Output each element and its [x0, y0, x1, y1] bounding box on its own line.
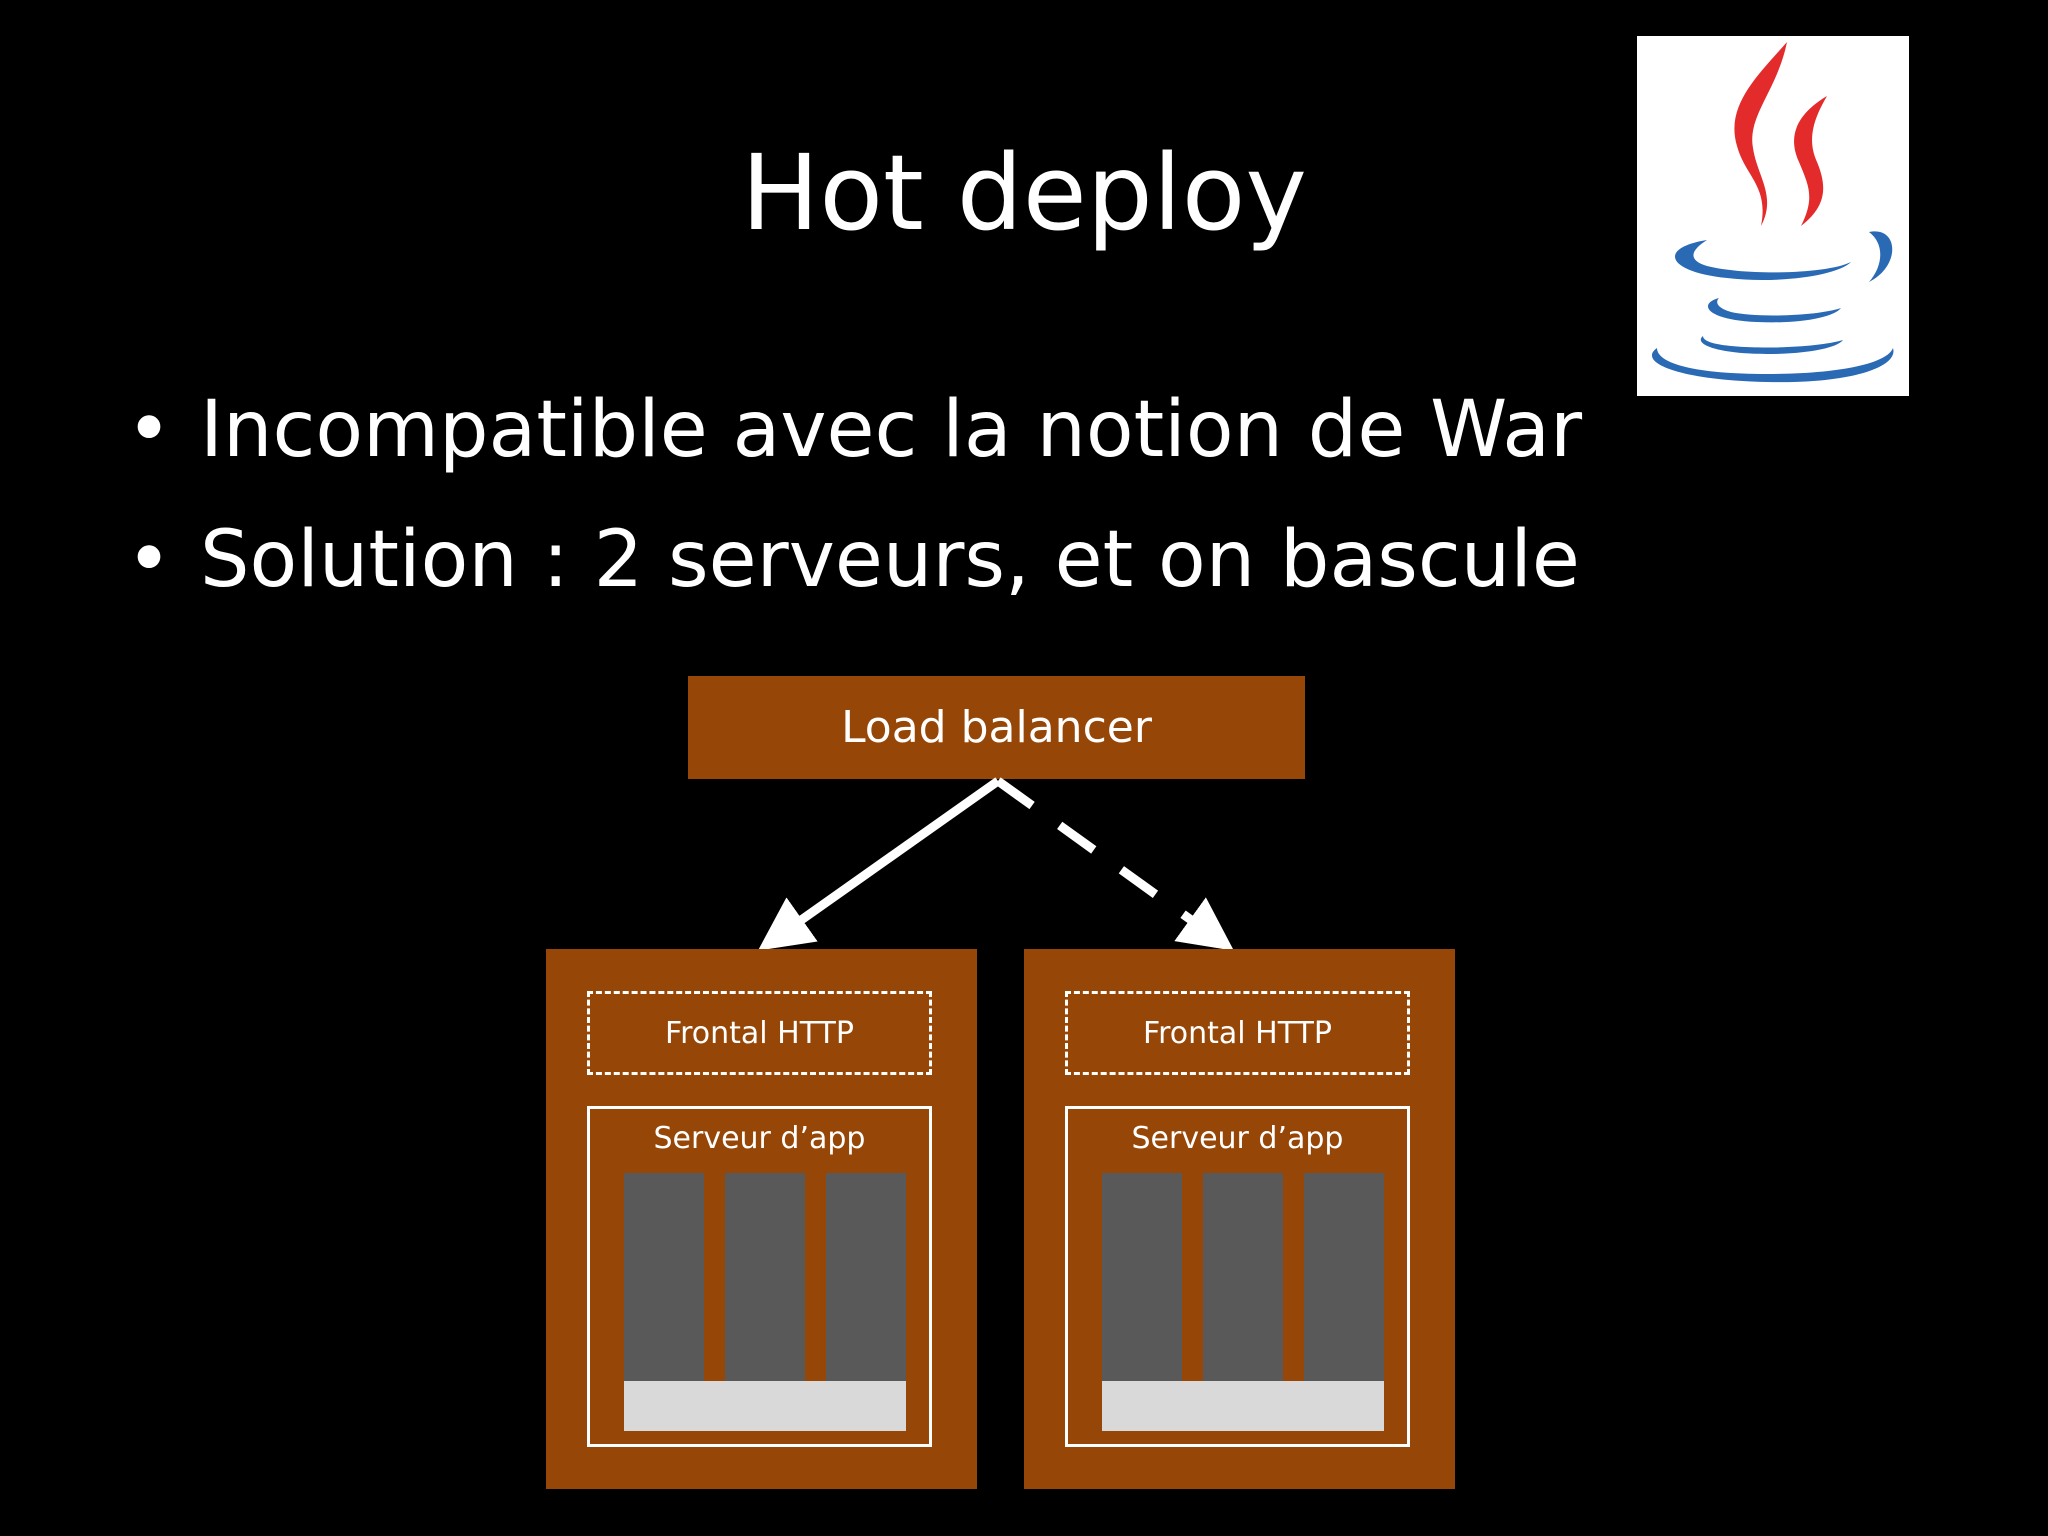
bullet-list: • Incompatible avec la notion de War • S… — [126, 365, 1582, 625]
bullet-item: • Incompatible avec la notion de War — [126, 365, 1582, 495]
dashed-arrow — [995, 777, 1234, 951]
app-column — [1102, 1173, 1182, 1382]
app-column — [725, 1173, 805, 1382]
app-server-box: Serveur d’app — [1065, 1106, 1410, 1447]
bullet-text: Solution : 2 serveurs, et on bascule — [200, 515, 1580, 605]
app-base — [624, 1381, 906, 1431]
app-column — [1203, 1173, 1283, 1382]
bullet-item: • Solution : 2 serveurs, et on bascule — [126, 495, 1582, 625]
app-column — [624, 1173, 704, 1382]
solid-arrow — [757, 777, 1001, 951]
app-server-label: Serveur d’app — [653, 1121, 866, 1156]
app-server-box: Serveur d’app — [587, 1106, 932, 1447]
load-balancer-label: Load balancer — [841, 702, 1152, 753]
frontal-http-label: Frontal HTTP — [1143, 1015, 1332, 1051]
frontal-http-label: Frontal HTTP — [665, 1015, 854, 1051]
bullet-marker: • — [126, 515, 173, 605]
java-logo — [1637, 36, 1909, 396]
slide-title: Hot deploy — [741, 132, 1307, 254]
server-box-1: Frontal HTTP Serveur d’app — [546, 949, 977, 1489]
load-balancer-box: Load balancer — [688, 676, 1305, 779]
app-base — [1102, 1381, 1384, 1431]
app-column — [826, 1173, 906, 1382]
app-server-label: Serveur d’app — [1131, 1121, 1344, 1156]
java-coffee-cup-icon — [1651, 42, 1894, 383]
frontal-http-box: Frontal HTTP — [587, 991, 932, 1075]
server-box-2: Frontal HTTP Serveur d’app — [1024, 949, 1455, 1489]
bullet-marker: • — [126, 385, 173, 475]
app-column — [1304, 1173, 1384, 1382]
bullet-text: Incompatible avec la notion de War — [200, 385, 1583, 475]
frontal-http-box: Frontal HTTP — [1065, 991, 1410, 1075]
